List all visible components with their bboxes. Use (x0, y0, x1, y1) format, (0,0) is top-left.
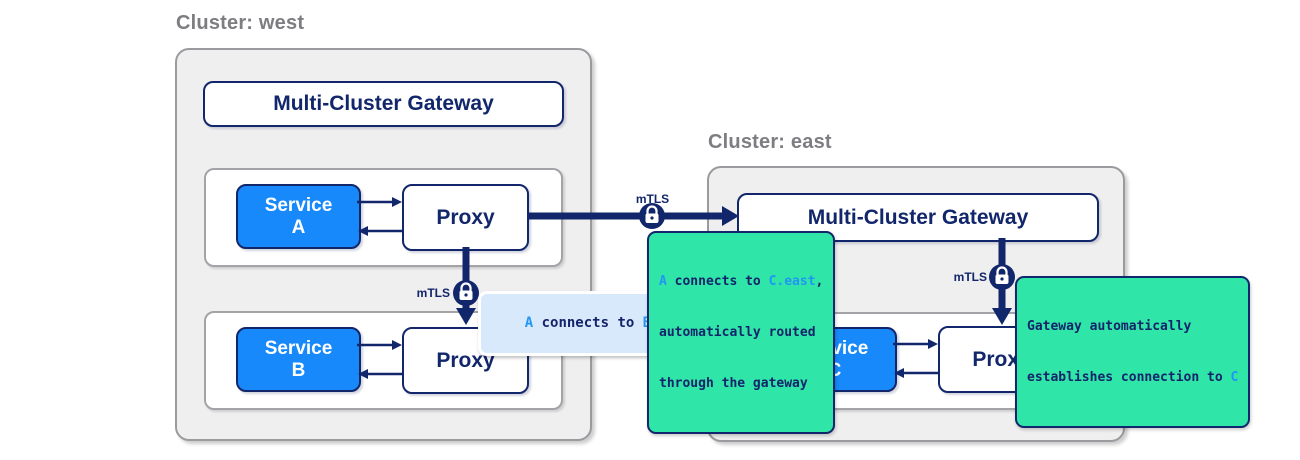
tooltip-text: establishes connection to (1027, 370, 1231, 385)
service-b-letter: B (291, 359, 306, 381)
tooltip-dst-service: C (1230, 370, 1239, 385)
tooltip-line: A connects to C.east, (659, 273, 823, 290)
tooltip-a-connects-to-b: A connects to B (478, 291, 665, 356)
tooltip-src-service: A (659, 274, 667, 289)
tooltip-dst-service: B (643, 315, 651, 331)
service-a-letter: A (291, 216, 306, 238)
service-a-box: Service A (236, 184, 361, 249)
service-a-name: Service (264, 194, 333, 216)
tooltip-a-connects-to-c-east: A connects to C.east, automatically rout… (647, 231, 836, 434)
tooltip-text: , (815, 274, 824, 289)
service-b-box: Service B (236, 327, 361, 392)
mtls-label-east-vertical: mTLS (953, 270, 987, 284)
tooltip-line: establishes connection to C (1027, 369, 1238, 386)
tooltip-line: automatically routed (659, 325, 816, 340)
cluster-west-title: Cluster: west (176, 12, 305, 34)
service-b-name: Service (264, 337, 333, 359)
tooltip-text: connects to (533, 315, 643, 331)
lock-icon (639, 203, 665, 229)
mtls-label-horizontal: mTLS (635, 192, 670, 206)
proxy-b-box: Proxy (402, 327, 529, 394)
tooltip-line: through the gateway (659, 376, 808, 391)
tooltip-line: Gateway automatically (1027, 319, 1192, 334)
tooltip-gateway-connects-to-c: Gateway automatically establishes connec… (1015, 276, 1251, 428)
cluster-east-title: Cluster: east (708, 131, 832, 153)
mtls-label-west-vertical: mTLS (416, 286, 450, 300)
tooltip-src-service: A (524, 315, 534, 331)
proxy-a-box: Proxy (402, 184, 529, 251)
tooltip-dst-service: C.east (768, 274, 816, 289)
tooltip-text: connects to (666, 274, 769, 289)
gateway-west-box: Multi-Cluster Gateway (203, 81, 564, 127)
